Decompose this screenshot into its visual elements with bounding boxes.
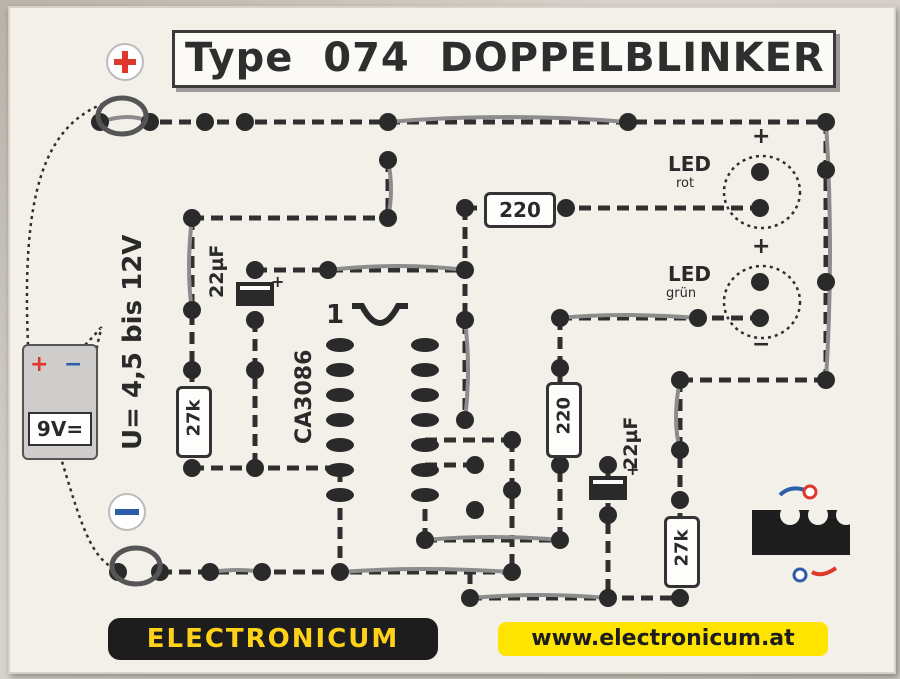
ic-label: CA3086 <box>292 349 317 444</box>
resistor-label: 27k <box>183 399 205 437</box>
resistor-label: 220 <box>553 396 575 435</box>
resistor-220-top: 220 <box>484 192 556 228</box>
website-url: www.electronicum.at <box>498 622 828 656</box>
capacitor-plus-left: + <box>271 272 285 291</box>
led-green-title: LED <box>668 262 712 286</box>
page-title: Type 074 DOPPELBLINKER <box>185 35 825 81</box>
title-number: 074 <box>323 35 410 81</box>
capacitor-label-left: 22µF <box>206 244 228 298</box>
resistor-27k-left: 27k <box>176 386 212 458</box>
led-green-plus: + <box>752 234 771 259</box>
battery-plus: + <box>30 352 49 377</box>
resistor-27k-right: 27k <box>664 516 700 588</box>
battery-label: 9V= <box>28 412 92 446</box>
title-prefix: Type <box>185 35 294 81</box>
battery-minus: − <box>64 352 83 377</box>
capacitor-plus-right: + <box>626 460 640 479</box>
flip-board-icon <box>752 484 856 583</box>
title-name: DOPPELBLINKER <box>439 35 825 81</box>
led-green-color: grün <box>666 286 697 301</box>
led-red-title: LED <box>668 152 712 176</box>
brand-logo: ELECTRONICUM <box>108 618 438 660</box>
led-red-plus: + <box>752 124 771 149</box>
ic-pin1-label: 1 <box>326 300 345 330</box>
resistor-label: 27k <box>671 529 693 567</box>
voltage-label: U= 4,5 bis 12V <box>118 234 148 450</box>
resistor-220-right: 220 <box>546 382 582 458</box>
led-green-minus: − <box>752 332 771 357</box>
title-frame <box>172 30 836 88</box>
led-red-color: rot <box>676 176 695 191</box>
